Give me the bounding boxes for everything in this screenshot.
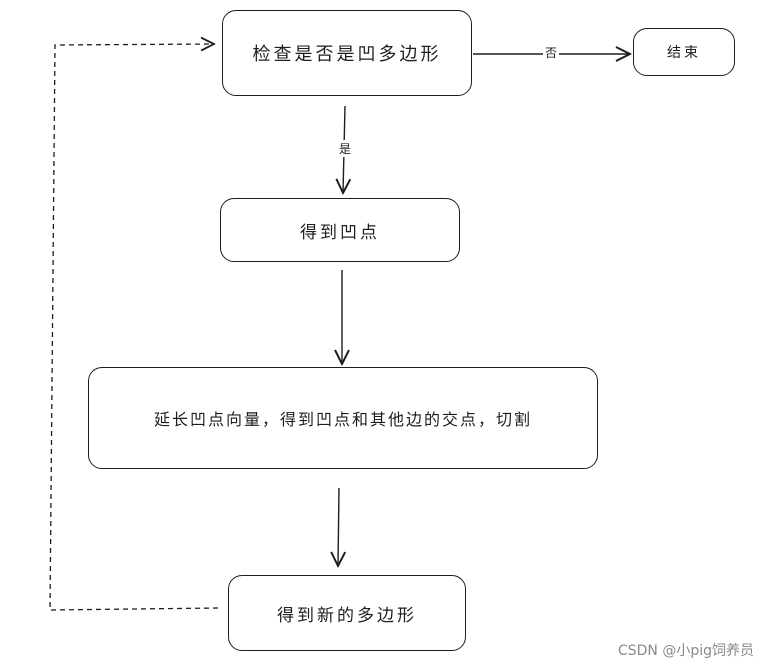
node-new-polygon-label: 得到新的多边形 (277, 605, 417, 626)
edge-extend-to-new-polygon (338, 487, 339, 566)
node-end: 结束 (633, 28, 735, 76)
node-end-label: 结束 (667, 45, 701, 61)
watermark-text: CSDN @小pig饲养员 (617, 643, 754, 659)
edge-label-yes: 是 (337, 140, 354, 157)
node-extend-and-cut: 延长凹点向量，得到凹点和其他边的交点，切割 (88, 367, 598, 469)
node-new-polygon: 得到新的多边形 (228, 575, 466, 651)
edge-label-no: 否 (543, 44, 560, 61)
node-extend-and-cut-label: 延长凹点向量，得到凹点和其他边的交点，切割 (153, 410, 532, 429)
node-get-concave-point: 得到凹点 (220, 198, 460, 262)
node-get-concave-point-label: 得到凹点 (300, 222, 380, 243)
node-check-concave: 检查是否是凹多边形 (222, 10, 472, 96)
node-check-concave-label: 检查是否是凹多边形 (252, 44, 442, 65)
edge-loop-back-dashed (49, 44, 219, 611)
